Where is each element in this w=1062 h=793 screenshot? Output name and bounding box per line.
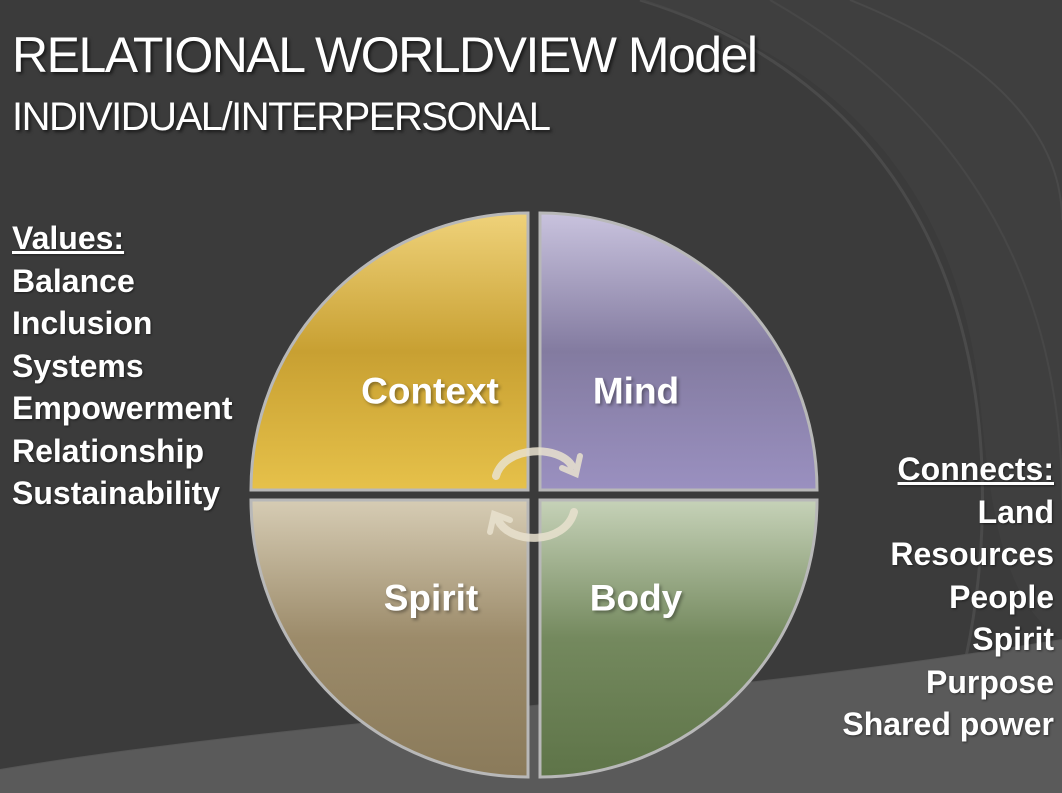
connects-item: Land [977,493,1054,530]
quadrant-mind [538,211,819,492]
connects-item: Resources [890,536,1054,572]
values-list: Values: Balance Inclusion Systems Empowe… [12,217,232,515]
page-subtitle: INDIVIDUAL/INTERPERSONAL [12,95,551,139]
quadrant-spirit [249,498,530,779]
connects-item: Purpose [925,663,1054,700]
background-shadow [640,0,1062,640]
quadrant-label-spirit: Spirit [383,577,479,619]
connects-list: Connects: Land Resources People Spirit P… [842,448,1054,746]
connects-heading: Connects: [897,451,1054,487]
quadrant-body [538,498,819,779]
values-item: Balance [12,262,135,299]
quadrant-label-context: Context [361,370,499,412]
values-item: Empowerment [12,390,233,426]
connects-item: People [949,578,1054,615]
page-title: RELATIONAL WORLDVIEW Model [12,27,758,83]
quadrant-label-mind: Mind [592,370,680,412]
connects-item: Spirit [972,621,1054,657]
connects-item: Shared power [842,706,1054,742]
cycle-arrows-icon [487,447,583,542]
values-item: Relationship [12,432,205,469]
background-lower-band [0,640,1062,793]
values-item: Sustainability [12,475,221,511]
values-item: Inclusion [12,305,153,341]
values-heading: Values: [12,220,125,256]
relational-circle [249,211,819,779]
quadrant-context [249,211,530,492]
values-item: Systems [12,347,144,384]
quadrant-label-body: Body [589,577,683,619]
